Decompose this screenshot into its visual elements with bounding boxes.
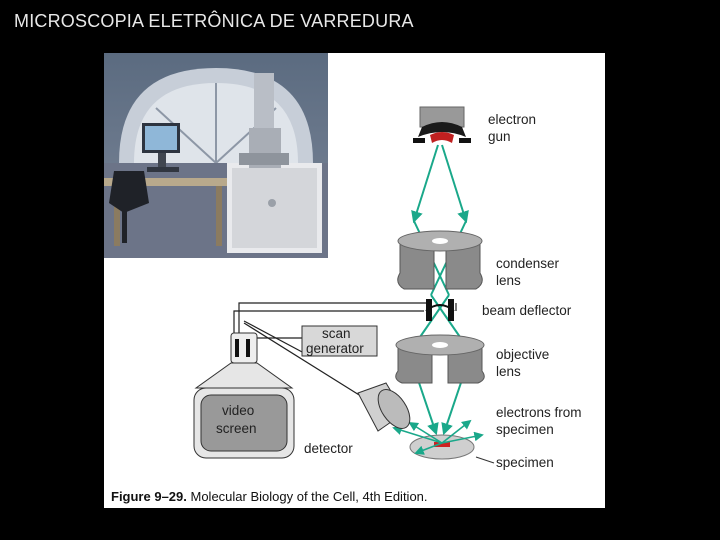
label-electron-gun-line1: electron [488, 112, 536, 127]
beam-deflector [426, 299, 454, 321]
caption-source: Molecular Biology of the Cell, 4th Editi… [191, 489, 428, 504]
condenser-lens [398, 231, 483, 289]
label-scan-line2: generator [306, 341, 364, 356]
slide-title: MICROSCOPIA ELETRÔNICA DE VARREDURA [14, 11, 414, 32]
label-specimen: specimen [496, 455, 554, 470]
video-screen-crt [194, 333, 294, 458]
label-electrons-line2: specimen [496, 422, 554, 437]
sem-instrument-photo [104, 53, 328, 258]
label-detector: detector [304, 441, 353, 456]
label-condenser-line1: condenser [496, 256, 560, 271]
electron-gun [413, 107, 471, 143]
specimen-leader-line [476, 457, 494, 463]
label-electrons-line1: electrons from [496, 405, 582, 420]
label-video-line1: video [222, 403, 254, 418]
label-scan-line1: scan [322, 326, 351, 341]
label-electron-gun-line2: gun [488, 129, 511, 144]
detector [358, 383, 416, 434]
label-objective-line1: objective [496, 347, 549, 362]
label-beam-deflector: beam deflector [482, 303, 572, 318]
label-video-line2: screen [216, 421, 257, 436]
label-condenser-line2: lens [496, 273, 521, 288]
label-objective-line2: lens [496, 364, 521, 379]
objective-lens [396, 335, 485, 383]
sem-diagram: electron gun condenser lens beam deflect… [104, 53, 605, 508]
figure-caption: Figure 9–29. Molecular Biology of the Ce… [111, 489, 428, 504]
caption-figure-number: Figure 9–29. [111, 489, 187, 504]
sem-diagram-figure: electron gun condenser lens beam deflect… [104, 53, 605, 508]
